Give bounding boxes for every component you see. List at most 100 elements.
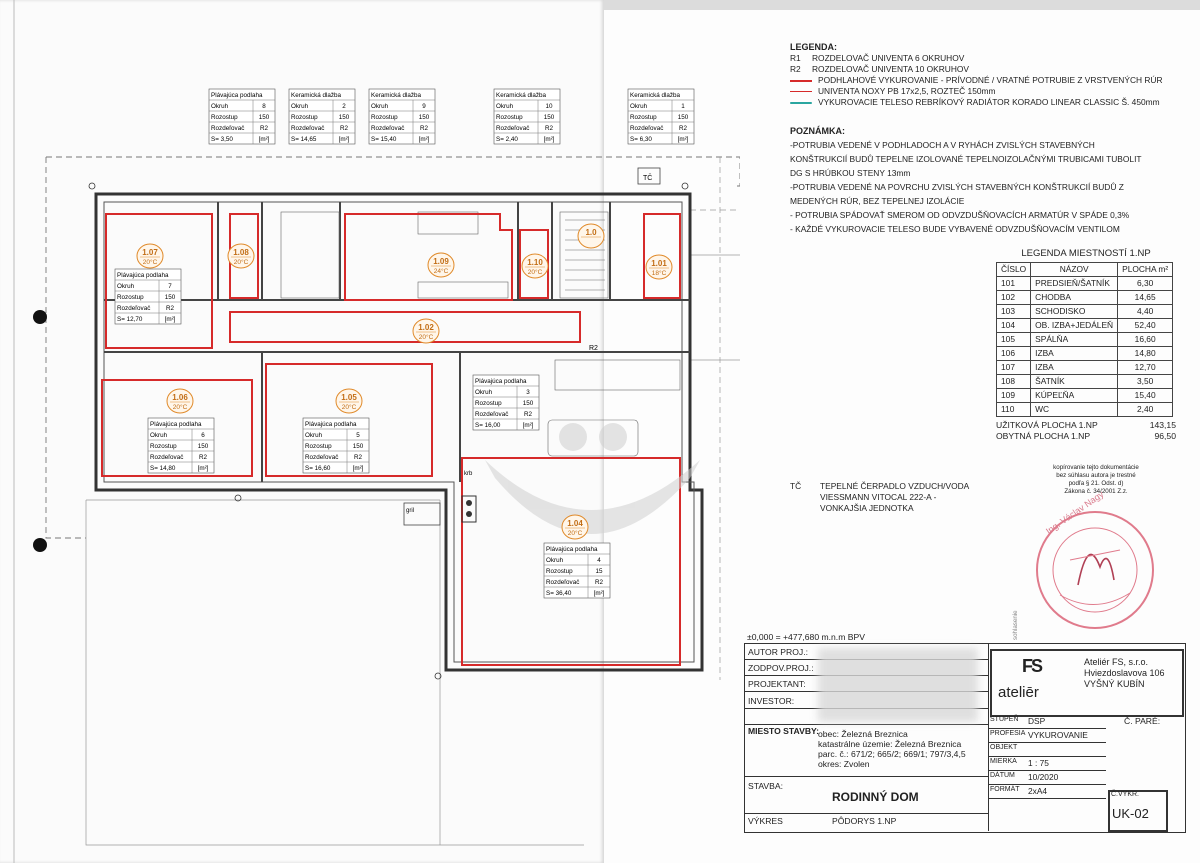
meta-label: DÁTUM xyxy=(990,772,1015,779)
room-temperature: 20°C xyxy=(342,403,357,411)
info-box-value: R2 xyxy=(420,125,429,132)
table-cell: 2,40 xyxy=(1117,402,1174,417)
info-box-label: Okruh xyxy=(371,103,389,110)
title-block xyxy=(744,643,1186,833)
table-cell: 110 xyxy=(995,402,1032,417)
table-cell: ŠATNÍK xyxy=(1030,374,1119,389)
company-address: Ateliér FS, s.r.o. Hviezdoslavova 106 VY… xyxy=(1084,657,1165,689)
copyright-note: kopírovanie tejto dokumentácie bez súhla… xyxy=(1053,464,1139,495)
drawing-number-box xyxy=(1108,790,1168,832)
room-temperature: 20°C xyxy=(419,333,434,341)
note-line: KONŠTRUKCIÍ BUDŮ TEPELNE IZOLOVANÉ TEPEL… xyxy=(790,154,1142,164)
info-box-label: Rozdeľovač xyxy=(211,125,244,132)
info-box-value: 150 xyxy=(259,114,270,121)
table-cell: 16,60 xyxy=(1117,332,1174,347)
legend-item: PODHLAHOVÉ VYKUROVANIE - PRÍVODNÉ / VRAT… xyxy=(790,75,1190,86)
info-box-value: 4 xyxy=(597,557,601,564)
table-cell: 15,40 xyxy=(1117,388,1174,403)
info-box-value: [m²] xyxy=(339,136,350,143)
meta-value: DSP xyxy=(1028,716,1046,726)
meta-value: VYKUROVANIE xyxy=(1028,730,1088,740)
info-box-label: Okruh xyxy=(305,432,323,439)
room-number: 1.06 xyxy=(172,393,188,402)
room-temperature: 20°C xyxy=(143,258,158,266)
info-box-value: 150 xyxy=(339,114,350,121)
info-box-value: [m²] xyxy=(544,136,555,143)
table-cell: 14,65 xyxy=(1117,290,1174,305)
info-box-label: S= 14,80 xyxy=(150,465,176,472)
info-box-value: R2 xyxy=(199,454,208,461)
info-box-label: Plávajúca podlaha xyxy=(211,92,263,99)
info-box-value: [m²] xyxy=(419,136,430,143)
miesto-label: MIESTO STAVBY: xyxy=(748,726,819,736)
engineer-stamp xyxy=(1036,511,1154,629)
table-cell: 3,50 xyxy=(1117,374,1174,389)
zodpov-label: ZODPOV.PROJ.: xyxy=(748,663,814,673)
meta-label: FORMÁT xyxy=(990,786,1020,793)
cvykr-label: Č.VYKR. xyxy=(1111,791,1140,798)
info-box-value: 150 xyxy=(544,114,555,121)
room-number: 1.10 xyxy=(527,258,543,267)
projektant-label: PROJEKTANT: xyxy=(748,679,806,689)
legend-item: UNIVENTA NOXY PB 17x2,5, ROZTEČ 150mm xyxy=(790,86,1190,97)
vykres-label: VÝKRES xyxy=(748,816,783,826)
info-box-label: Rozdeľovač xyxy=(291,125,324,132)
note-line: MEDENÝCH RÚR, BEZ TEPELNEJ IZOLÁCIE xyxy=(790,196,965,206)
note-line: DG S HRÚBKOU STENY 13mm xyxy=(790,168,911,178)
info-box-label: Rozdeľovač xyxy=(371,125,404,132)
info-box-value: [m²] xyxy=(198,465,209,472)
table-cell: PREDSIEŇ/ŠATNÍK xyxy=(1030,276,1119,291)
info-box-label: Plávajúca podlaha xyxy=(305,421,357,428)
info-box-label: S= 16,00 xyxy=(475,422,501,429)
info-box-label: Rozostup xyxy=(371,114,398,121)
company-logo-box xyxy=(990,649,1184,717)
room-number: 1.07 xyxy=(142,248,158,257)
info-box-label: S= 12,70 xyxy=(117,316,143,323)
room-legend: LEGENDA MIESTNOSTÍ 1.NP ČÍSLO NÁZOV PLOC… xyxy=(995,248,1176,442)
investor-label: INVESTOR: xyxy=(748,696,795,706)
stamp-side: sohlasenie xyxy=(1012,610,1019,640)
room-temperature: 18°C xyxy=(652,269,667,277)
krb-label: krb xyxy=(464,471,473,477)
room-number: 1.02 xyxy=(418,323,434,332)
info-box-value: 150 xyxy=(165,294,176,301)
room-temperature: 24°C xyxy=(434,267,449,275)
table-cell: CHODBA xyxy=(1030,290,1119,305)
notes: POZNÁMKA: -POTRUBIA VEDENÉ V PODHLADOCH … xyxy=(790,124,1180,236)
info-box-value: R2 xyxy=(340,125,349,132)
info-box-value: 150 xyxy=(419,114,430,121)
info-box-value: R2 xyxy=(354,454,363,461)
info-box-label: Keramická dlažba xyxy=(291,92,342,99)
room-temperature: 20°C xyxy=(173,403,188,411)
room-legend-title: LEGENDA MIESTNOSTÍ 1.NP xyxy=(1021,248,1151,259)
info-box-value: R2 xyxy=(595,579,604,586)
info-box-label: Plávajúca podlaha xyxy=(546,546,598,553)
legend-title: LEGENDA: xyxy=(790,42,837,52)
room-number: 1.09 xyxy=(433,257,449,266)
info-box-value: 3 xyxy=(526,389,530,396)
room-temperature: 20°C xyxy=(234,258,249,266)
table-cell: 12,70 xyxy=(1117,360,1174,375)
info-box-label: Rozostup xyxy=(546,568,573,575)
